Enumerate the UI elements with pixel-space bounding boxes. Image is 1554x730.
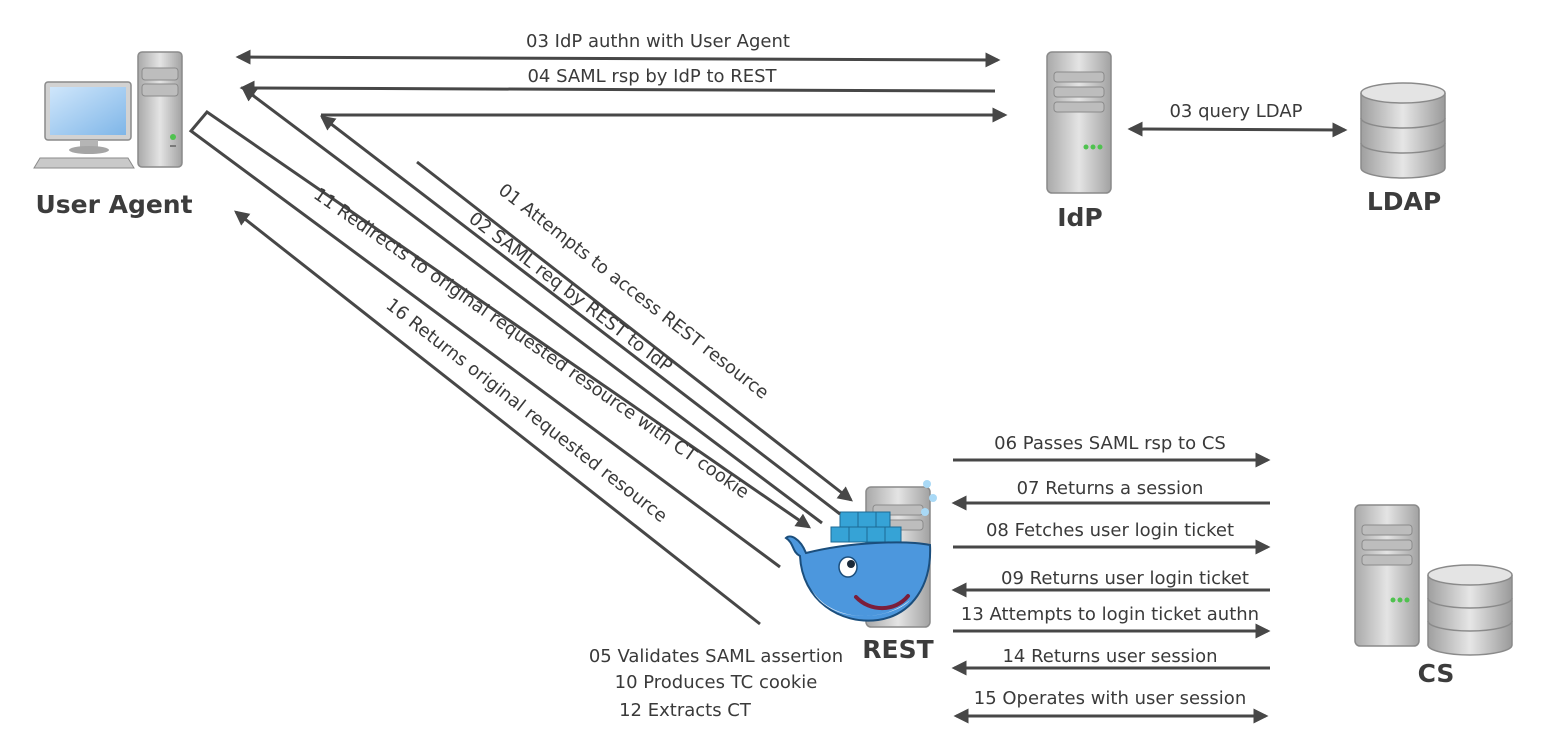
label-01-attempts: 01 Attempts to access REST resource [494, 180, 772, 404]
rest-label: REST [862, 635, 933, 664]
idp-label: IdP [1057, 203, 1103, 232]
label-08-fetches: 08 Fetches user login ticket [986, 520, 1234, 541]
arrow-01-attempts [416, 160, 853, 502]
ldap-label: LDAP [1367, 187, 1441, 216]
desktop-computer-icon [33, 51, 183, 169]
rest-note-12: 12 Extracts CT [619, 700, 752, 721]
rest-node: REST [784, 480, 937, 664]
arrow-11-redirects [188, 109, 812, 569]
arrow-16-returns [234, 210, 761, 626]
docker-whale-icon [784, 480, 937, 628]
arrow-02-saml-req-lower [241, 86, 823, 525]
label-03-idp-authn: 03 IdP authn with User Agent [526, 31, 790, 52]
label-13-attempts-login: 13 Attempts to login ticket authn [961, 604, 1259, 625]
label-04-saml-rsp: 04 SAML rsp by IdP to REST [527, 66, 777, 87]
label-14-returns-user-session: 14 Returns user session [1002, 646, 1217, 667]
user-agent-label: User Agent [35, 190, 192, 219]
arrow-02-saml-req [320, 115, 841, 516]
label-06-passes: 06 Passes SAML rsp to CS [994, 433, 1226, 454]
label-03-query-ldap: 03 query LDAP [1169, 101, 1302, 122]
rest-notes: 05 Validates SAML assertion 10 Produces … [589, 646, 843, 721]
server-tower-icon [1046, 51, 1112, 194]
idp-node: IdP [1046, 51, 1112, 232]
arrow-04-saml-rsp [239, 80, 996, 96]
rest-note-10: 10 Produces TC cookie [615, 672, 818, 693]
ldap-node: LDAP [1360, 82, 1446, 216]
label-07-returns-session: 07 Returns a session [1017, 478, 1204, 499]
arrow-03-idp-authn [235, 49, 1001, 68]
label-15-operates: 15 Operates with user session [974, 688, 1246, 709]
label-09-returns-ticket: 09 Returns user login ticket [1001, 568, 1249, 589]
user-agent-node: User Agent [33, 51, 193, 219]
cs-node: CS [1354, 504, 1513, 688]
cs-label: CS [1418, 659, 1455, 688]
rest-note-05: 05 Validates SAML assertion [589, 646, 843, 667]
arrow-03-query-ldap [1127, 121, 1348, 138]
server-database-icon [1354, 504, 1513, 656]
database-icon [1360, 82, 1446, 179]
